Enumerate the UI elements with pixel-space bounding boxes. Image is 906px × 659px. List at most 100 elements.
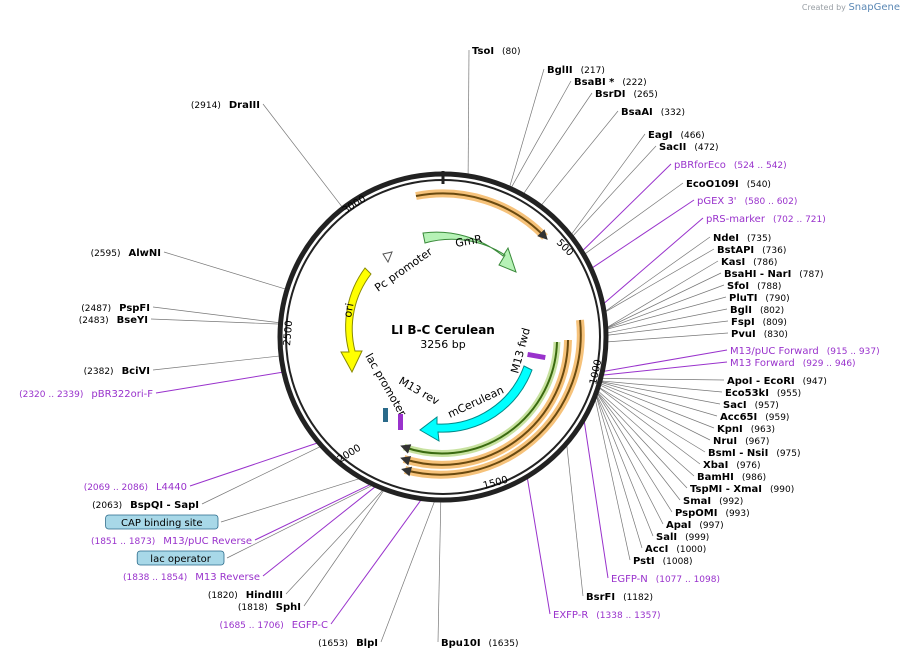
enzyme-label[interactable]: EagI(466): [648, 130, 705, 141]
pc-promoter-arrow[interactable]: [382, 251, 393, 264]
enzyme-label[interactable]: (2487)PspFI: [81, 303, 150, 314]
enzyme-label[interactable]: BstAPI(736): [717, 245, 786, 256]
enzyme-label[interactable]: PspOMI(993): [675, 508, 750, 519]
enzyme-label[interactable]: TsoI(80): [472, 46, 521, 57]
leader-line: [581, 163, 672, 252]
tick-2500: 2500: [282, 320, 295, 346]
enzyme-label[interactable]: TspMI - XmaI(990): [690, 484, 794, 495]
mcerulean-arrow[interactable]: [419, 365, 533, 442]
leader-line: [605, 320, 729, 336]
primer-label[interactable]: pRS-marker(702 .. 721): [706, 214, 826, 225]
enzyme-label[interactable]: BsaBI *(222): [574, 77, 647, 88]
enzyme-label[interactable]: (2063)BspQI - SapI: [92, 500, 199, 511]
leader-line: [594, 396, 631, 561]
enzyme-label[interactable]: BsrDI(265): [595, 89, 658, 100]
enzyme-label[interactable]: SacI(957): [723, 400, 779, 411]
enzyme-label[interactable]: EcoO109I(540): [686, 179, 771, 190]
leader-line: [262, 103, 344, 209]
primer-label[interactable]: pBRforEco(524 .. 542): [674, 160, 787, 171]
primer-label[interactable]: M13/pUC Forward(915 .. 937): [730, 346, 880, 357]
leader-line: [152, 306, 281, 324]
orf-arc-top-line: [415, 192, 548, 240]
enzyme-label[interactable]: (2595)AlwNI: [91, 248, 161, 259]
leader-line: [262, 485, 377, 577]
leader-line: [595, 394, 643, 549]
enzyme-label[interactable]: BsrFI(1182): [586, 592, 653, 603]
enzyme-label[interactable]: (1820)HindIII: [208, 590, 283, 601]
leader-line: [599, 382, 715, 429]
tick-3000: 3000: [341, 194, 368, 217]
orf-arc-3-line: [400, 341, 558, 455]
enzyme-label[interactable]: Acc65I(959): [720, 412, 789, 423]
leader-line: [601, 361, 728, 376]
leader-line: [285, 488, 385, 595]
m13-fwd-arrow[interactable]: [527, 352, 546, 361]
enzyme-label[interactable]: (1818)SphI: [238, 602, 301, 613]
enzyme-label[interactable]: KpnI(963): [717, 424, 775, 435]
enzyme-label[interactable]: (2483)BseYI: [79, 315, 148, 326]
pc-promoter-label: Pc promoter: [372, 245, 435, 294]
enzyme-label[interactable]: BglII(217): [547, 65, 605, 76]
enzyme-label[interactable]: FspI(809): [731, 317, 787, 328]
boxed-feature-label: CAP binding site: [121, 518, 203, 529]
leader-line: [226, 484, 375, 559]
primer-label[interactable]: (2320 .. 2339)pBR322ori-F: [19, 389, 153, 400]
enzyme-label[interactable]: KasI(786): [721, 257, 777, 268]
enzyme-label[interactable]: Eco53kI(955): [725, 388, 801, 399]
enzyme-label[interactable]: BsaAI(332): [621, 107, 685, 118]
gmr-label: GmR: [454, 232, 483, 250]
leader-line: [595, 393, 654, 537]
primer-label[interactable]: EGFP-N(1077 .. 1098): [611, 574, 720, 585]
leader-line: [604, 248, 715, 313]
enzyme-label[interactable]: PluTI(790): [729, 293, 790, 304]
boxed-feature-bg: [105, 514, 219, 530]
plasmid-size: 3256 bp: [420, 338, 465, 351]
primer-label[interactable]: (1685 .. 1706)EGFP-C: [219, 620, 328, 631]
enzyme-label[interactable]: BglI(802): [730, 305, 784, 316]
orf-arc-2-line: [400, 339, 569, 466]
plasmid-name: LI B-C Cerulean: [391, 323, 495, 337]
enzyme-label[interactable]: PvuI(830): [731, 329, 788, 340]
leader-line: [522, 92, 593, 196]
enzyme-label[interactable]: NruI(967): [713, 436, 769, 447]
leader-line: [467, 49, 470, 176]
enzyme-label[interactable]: AccI(1000): [645, 544, 706, 555]
leader-line: [599, 381, 721, 405]
primer-label[interactable]: (2069 .. 2086)L4440: [84, 482, 187, 493]
orf-arcs: [400, 189, 585, 479]
cap-site-mark: [383, 408, 388, 422]
leader-line: [583, 182, 684, 256]
primer-label[interactable]: M13 Forward(929 .. 946): [730, 358, 856, 369]
enzyme-label[interactable]: (1653)BlpI: [318, 638, 378, 649]
enzyme-label[interactable]: NdeI(735): [713, 233, 771, 244]
primer-label[interactable]: (1838 .. 1854)M13 Reverse: [123, 572, 260, 583]
leader-line: [598, 384, 711, 441]
enzyme-label[interactable]: Bpu10I(1635): [441, 638, 518, 649]
gmr-arrow[interactable]: [422, 231, 517, 273]
leader-line: [605, 284, 725, 330]
enzyme-label[interactable]: (2382)BciVI: [84, 366, 150, 377]
leader-line: [510, 80, 572, 189]
enzyme-label[interactable]: SmaI(992): [683, 496, 743, 507]
enzyme-label[interactable]: BsmI - NsiI(975): [708, 448, 801, 459]
enzyme-label[interactable]: SalI(999): [656, 532, 709, 543]
enzyme-label[interactable]: XbaI(976): [703, 460, 761, 471]
enzyme-label[interactable]: SacII(472): [659, 142, 719, 153]
enzyme-label[interactable]: ApaI(997): [666, 520, 724, 531]
enzyme-label[interactable]: ApoI - EcoRI(947): [727, 376, 827, 387]
enzyme-label[interactable]: (2914)DraIII: [191, 100, 260, 111]
leader-line: [583, 418, 609, 579]
enzyme-label[interactable]: PstI(1008): [633, 556, 693, 567]
ori-arrow[interactable]: [340, 267, 372, 374]
leader-line: [189, 442, 319, 487]
primer-label[interactable]: pGEX 3'(580 .. 602): [697, 196, 797, 207]
primer-label[interactable]: (1851 .. 1873)M13/pUC Reverse: [91, 536, 252, 547]
enzyme-label[interactable]: BamHI(986): [697, 472, 766, 483]
leader-line: [596, 389, 695, 477]
leader-line: [605, 308, 728, 334]
primer-label[interactable]: EXFP-R(1338 .. 1357): [553, 610, 661, 621]
leader-line: [155, 371, 284, 394]
enzyme-label[interactable]: BsaHI - NarI(787): [724, 269, 824, 280]
enzyme-label[interactable]: SfoI(788): [727, 281, 781, 292]
